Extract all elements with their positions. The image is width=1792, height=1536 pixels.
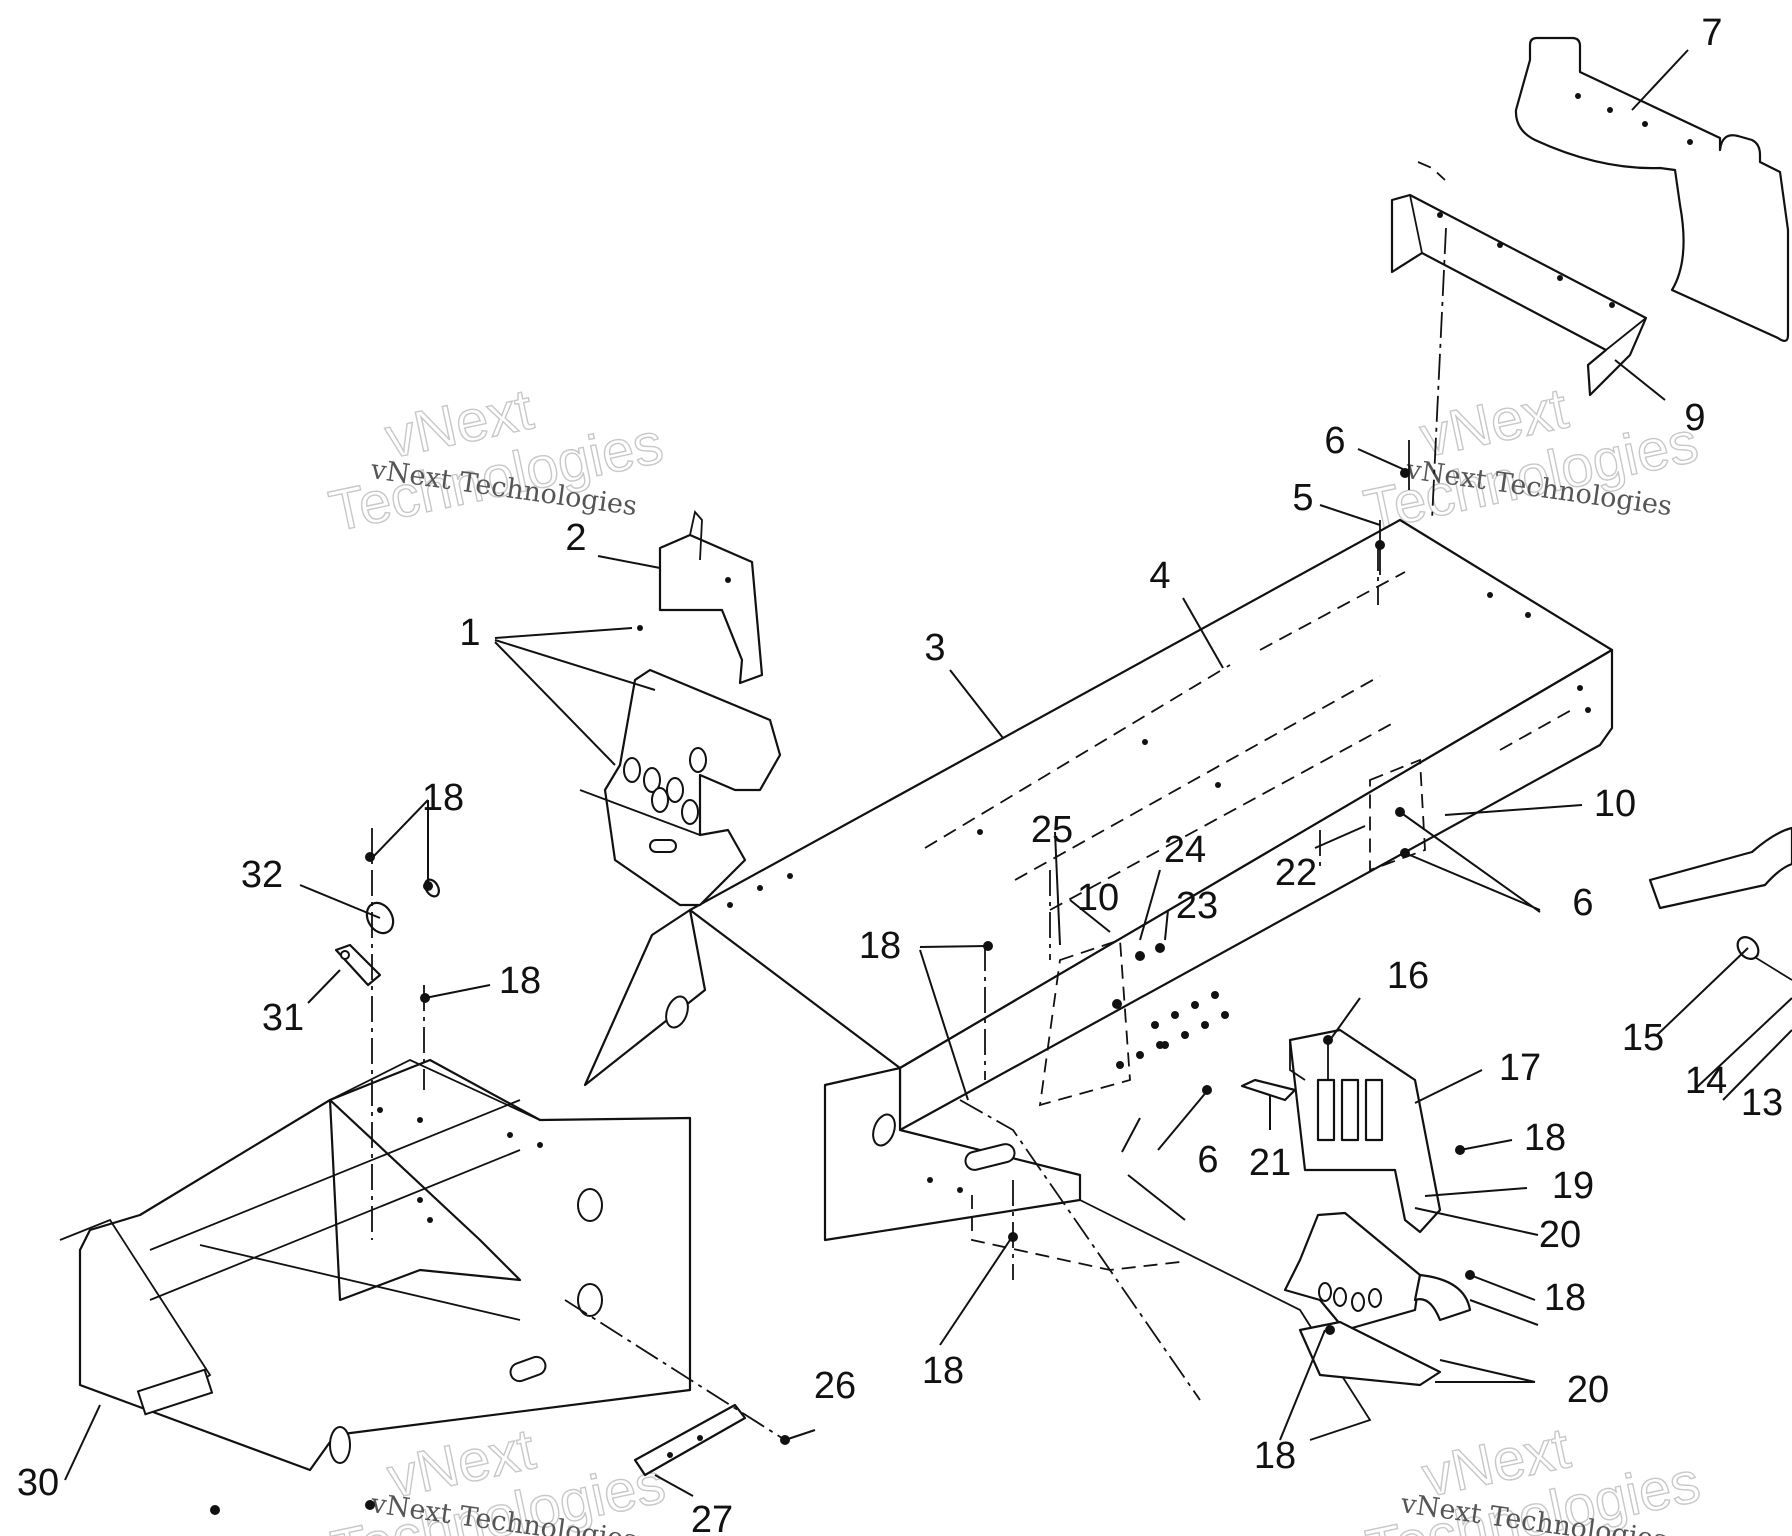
part-2-bracket [637,510,764,685]
callout-22: 22 [1275,852,1317,894]
callout-18-left-top: 18 [422,777,464,819]
centerline-flap [1431,227,1447,521]
callout-18-center: 18 [859,925,901,967]
callout-6-right: 6 [1572,882,1593,924]
callout-10-center: 10 [1077,877,1119,919]
callout-19: 19 [1552,1165,1594,1207]
part-20-bracket [1283,1211,1472,1387]
callout-32: 32 [241,854,283,896]
callout-7: 7 [1701,12,1722,54]
callout-31: 31 [262,997,304,1039]
callout-18-bottom-right: 18 [1254,1435,1296,1477]
callout-15: 15 [1622,1017,1664,1059]
callout-24: 24 [1164,829,1206,871]
callout-3: 3 [924,627,945,669]
callout-18-bottom-center: 18 [922,1350,964,1392]
part-9-flap-bracket [1390,161,1648,397]
callout-18-right-2: 18 [1544,1277,1586,1319]
callout-13: 13 [1741,1082,1783,1124]
callout-1: 1 [459,612,480,654]
callout-20-bottom: 20 [1567,1369,1609,1411]
callout-20-right: 20 [1539,1214,1581,1256]
callout-16: 16 [1387,955,1429,997]
callout-25: 25 [1031,809,1073,851]
leader-lines [64,49,1792,1497]
callout-21: 21 [1249,1142,1291,1184]
callout-9: 9 [1684,397,1705,439]
callout-4: 4 [1149,555,1170,597]
callout-18-left-mid: 18 [499,960,541,1002]
callout-14: 14 [1685,1060,1727,1102]
callout-17: 17 [1499,1047,1541,1089]
callout-2: 2 [565,517,586,559]
part-27-strip [633,1403,747,1477]
callout-10-right: 10 [1594,783,1636,825]
callout-18-right-1: 18 [1524,1117,1566,1159]
part-7-flap [1514,36,1790,342]
fastener-lines [371,440,1410,1441]
callout-6-top: 6 [1324,420,1345,462]
part-21-plate [1240,1078,1297,1102]
callout-labels: 1 2 3 4 5 6 7 9 10 6 22 25 24 10 23 18 1… [17,12,1783,1536]
part-1-bracket [579,668,782,907]
part-15-bolt [1736,936,1792,981]
callout-30: 30 [17,1462,59,1504]
callout-6-lower: 6 [1197,1139,1218,1181]
callout-23: 23 [1176,885,1218,927]
part-3-tunnel [583,518,1614,1441]
part-31-clip [334,943,382,987]
part-30-front-chassis [59,1058,692,1472]
part-17-bracket [1288,1028,1442,1234]
part-13-rail [1648,826,1792,910]
callout-26: 26 [814,1365,856,1407]
callout-5: 5 [1292,477,1313,519]
callout-27: 27 [691,1499,733,1536]
